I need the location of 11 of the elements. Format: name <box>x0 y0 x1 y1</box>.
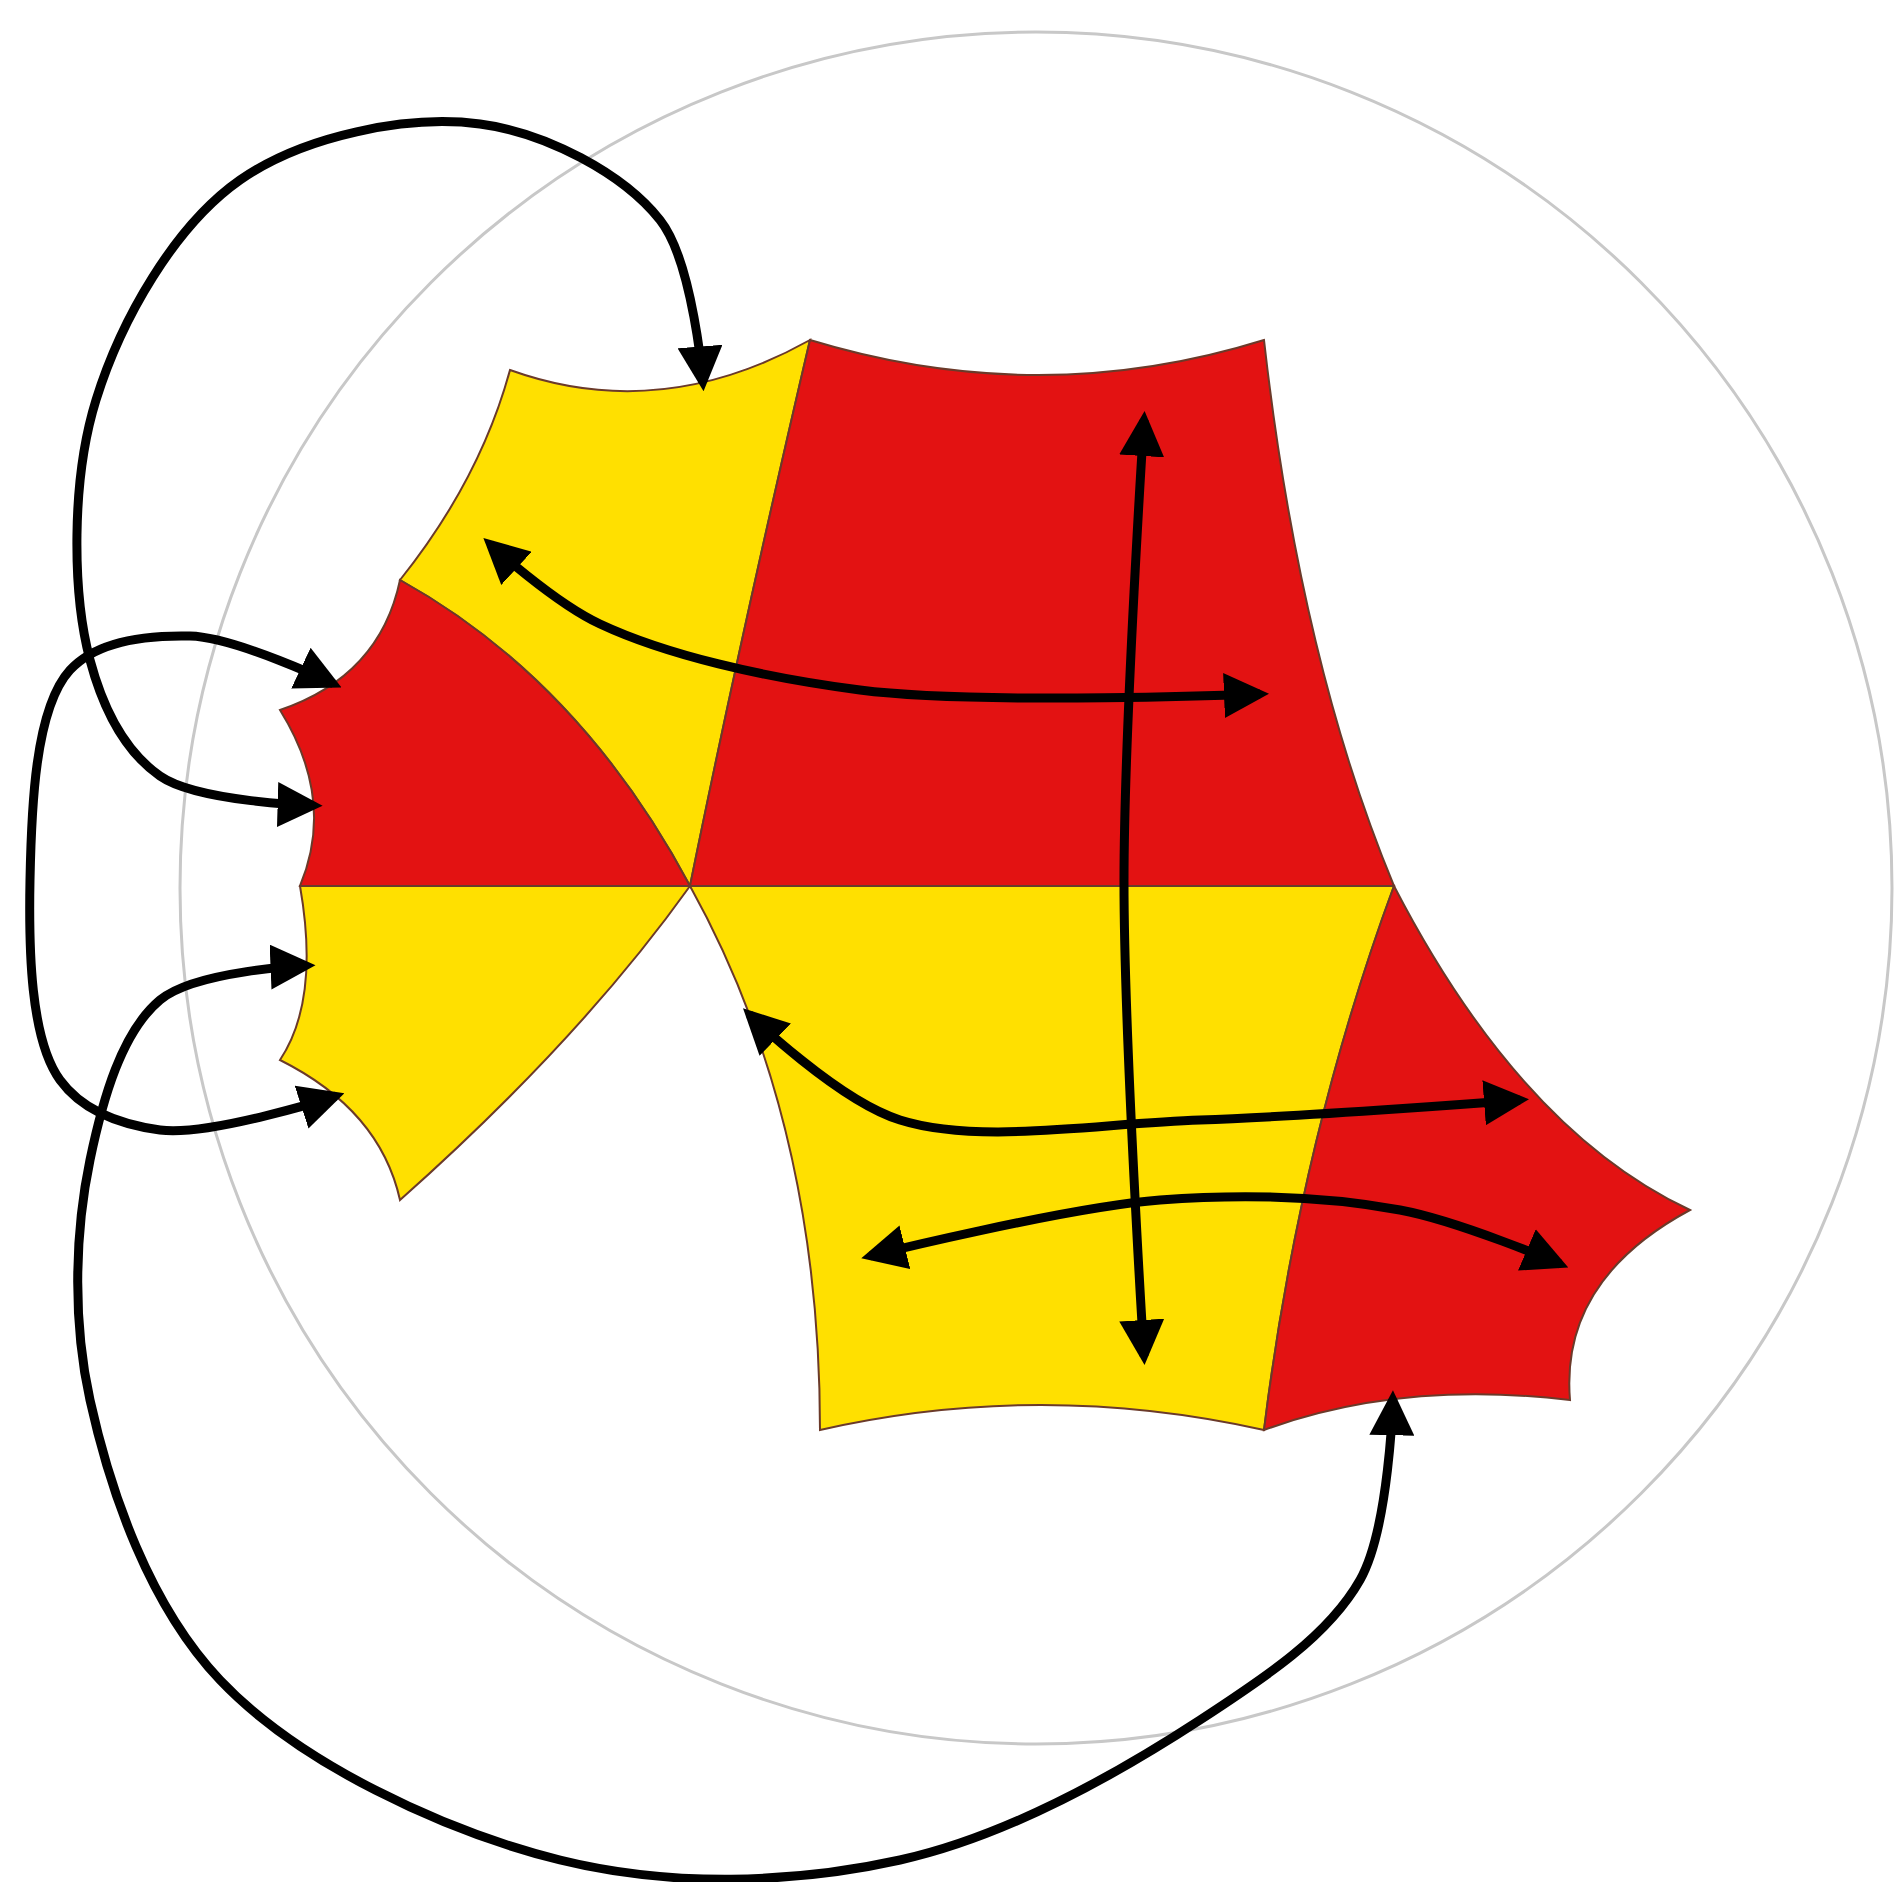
tile-shape <box>399 339 811 887</box>
arrow <box>742 1008 1529 1137</box>
arrow <box>73 944 1415 1882</box>
arrow <box>1119 411 1165 1365</box>
arrow <box>483 537 1269 718</box>
arrow <box>861 1192 1569 1271</box>
tile-shape <box>279 885 691 1201</box>
arrow <box>72 117 723 827</box>
tile-shape <box>279 579 691 887</box>
arrow <box>25 631 345 1136</box>
tile-shape <box>1263 885 1691 1431</box>
